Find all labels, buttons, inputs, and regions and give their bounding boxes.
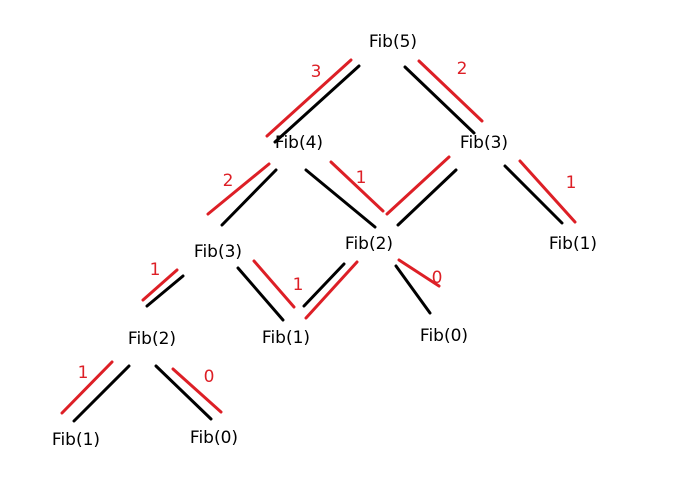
return-value-line: [304, 260, 359, 320]
return-value-line: [206, 162, 271, 216]
node-n5: Fib(2): [345, 234, 393, 254]
return-value-label: 3: [311, 62, 322, 82]
return-value-line: [252, 259, 296, 309]
return-value-line: [417, 59, 484, 123]
call-edge-line: [220, 168, 278, 227]
return-value-label: 1: [78, 363, 89, 383]
return-value-label: 1: [293, 275, 304, 295]
call-edge-line: [302, 262, 346, 308]
return-value-label: 2: [457, 59, 468, 79]
call-edge-line: [503, 164, 564, 225]
return-value-label: 1: [356, 168, 367, 188]
node-n1: Fib(5): [369, 32, 417, 52]
edges-layer: 3 2 2 1 1 1 1 0 1 0: [60, 58, 577, 423]
node-n10: Fib(0): [420, 326, 468, 346]
edge-n2-n4: 2: [206, 162, 278, 227]
edge-n4-n7: 1: [141, 260, 185, 308]
return-value-label: 2: [223, 171, 234, 191]
return-value-line: [265, 58, 353, 138]
node-n7: Fib(2): [128, 329, 176, 349]
return-value-line: [171, 367, 223, 414]
node-n12: Fib(1): [52, 430, 100, 450]
return-value-label: 0: [204, 367, 215, 387]
nodes-layer: Fib(5) Fib(4) Fib(3) Fib(3) Fib(2) Fib(1) Fib(…: [52, 32, 597, 450]
edge-n3-n6: 1: [503, 159, 577, 225]
node-n4: Fib(3): [194, 242, 242, 262]
edge-n7-n12: 1: [60, 360, 131, 423]
node-n2: Fib(4): [275, 133, 323, 153]
node-n9: Fib(1): [262, 328, 310, 348]
call-edge-line: [273, 64, 361, 144]
return-value-line: [385, 155, 451, 216]
edge-n5-n10: 0: [394, 258, 443, 315]
return-value-line: [141, 268, 179, 302]
node-n6: Fib(1): [549, 234, 597, 254]
edge-n1-n3: 2: [403, 59, 484, 135]
call-edge-line: [154, 364, 213, 421]
call-edge-line: [236, 266, 285, 322]
call-edge-line: [396, 168, 458, 227]
edge-n3-n5: [385, 155, 458, 227]
return-value-line: [518, 159, 577, 224]
edge-n1-n2: 3: [265, 58, 361, 144]
call-edge-line: [145, 274, 185, 308]
return-value-line: [329, 160, 385, 213]
call-edge-line: [72, 364, 131, 423]
call-edge-line: [394, 264, 432, 315]
edge-n5-n9: [302, 260, 359, 320]
return-value-label: 0: [432, 268, 443, 288]
return-value-line: [60, 360, 114, 415]
edge-n2-n5: 1: [304, 160, 385, 229]
call-edge-line: [304, 168, 377, 229]
edge-n4-n9: 1: [236, 259, 304, 322]
return-value-line: [397, 258, 441, 288]
node-n11: Fib(0): [190, 428, 238, 448]
node-n3: Fib(3): [460, 133, 508, 153]
call-edge-line: [403, 65, 476, 135]
return-value-label: 1: [566, 173, 577, 193]
return-value-label: 1: [150, 260, 161, 280]
edge-n7-n11: 0: [154, 364, 223, 421]
